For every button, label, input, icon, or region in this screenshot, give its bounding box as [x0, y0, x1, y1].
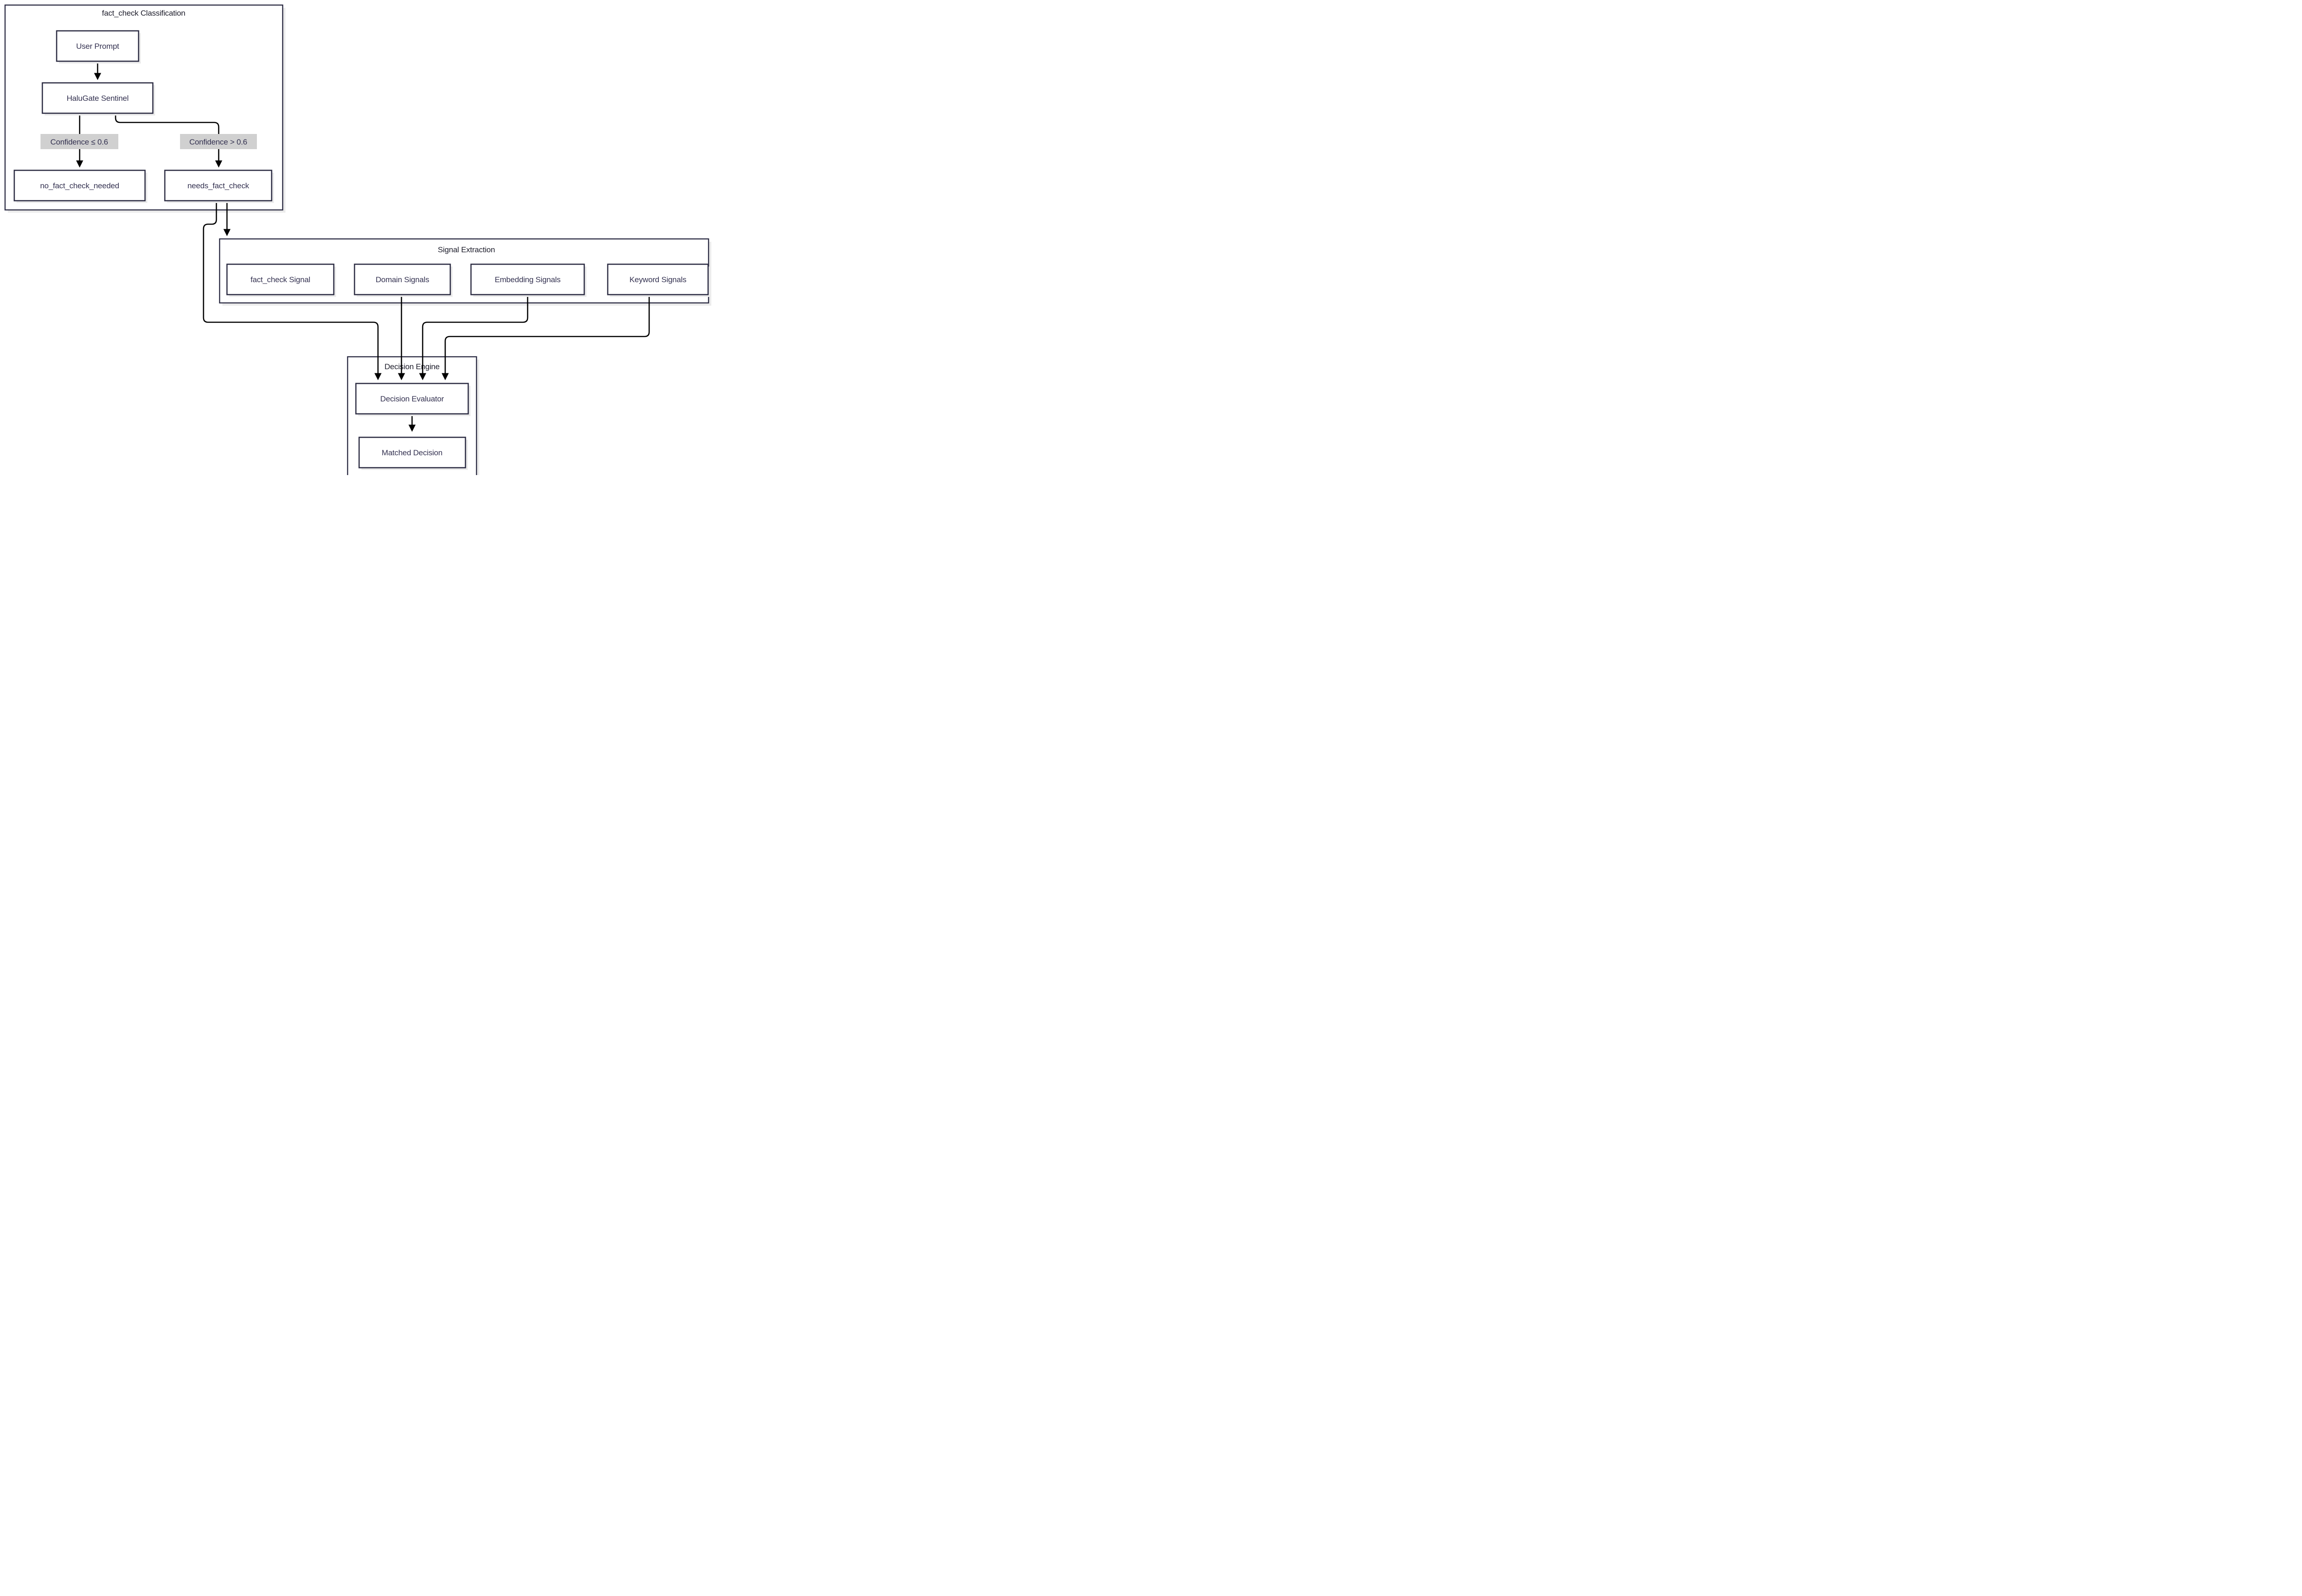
- node-domain-signals: Domain Signals: [354, 263, 451, 296]
- node-domain-signals-label: Domain Signals: [376, 275, 429, 284]
- node-no-fact-check-needed-label: no_fact_check_needed: [40, 181, 119, 190]
- node-embedding-signals-label: Embedding Signals: [494, 275, 560, 284]
- edge-needs-fact-check-to-decision-evaluator: [203, 201, 382, 381]
- diagram-canvas: fact_check Classification Signal Extract…: [0, 0, 712, 475]
- edge-label-confidence-high: Confidence > 0.6: [180, 134, 257, 149]
- node-keyword-signals: Keyword Signals: [607, 263, 709, 296]
- node-no-fact-check-needed-box: [13, 169, 146, 202]
- flowchart-svg: fact_check Classification Signal Extract…: [4, 4, 711, 475]
- node-decision-evaluator-label: Decision Evaluator: [380, 395, 444, 403]
- edge-label-confidence-high-text: Confidence > 0.6: [189, 138, 247, 146]
- edge-label-confidence-low: Confidence ≤ 0.6: [41, 134, 118, 149]
- edge-embedding-signals-to-decision-evaluator: [419, 295, 529, 381]
- node-keyword-signals-label: Keyword Signals: [629, 275, 686, 284]
- edge-label-confidence-high-bg: [180, 134, 257, 149]
- node-needs-fact-check-box: [164, 169, 273, 202]
- node-embedding-signals-box: [470, 263, 585, 296]
- node-halugate-sentinel: HaluGate Sentinel: [41, 82, 154, 114]
- node-fact-check-signal-label: fact_check Signal: [250, 275, 310, 284]
- node-fact-check-signal: fact_check Signal: [226, 263, 335, 296]
- edge-label-confidence-low-text: Confidence ≤ 0.6: [50, 138, 108, 146]
- node-user-prompt: User Prompt: [56, 30, 140, 62]
- node-matched-decision-box: [358, 436, 466, 469]
- edge-keyword-signals-to-decision-evaluator: [442, 295, 650, 381]
- node-needs-fact-check: needs_fact_check: [164, 169, 273, 202]
- node-no-fact-check-needed: no_fact_check_needed: [13, 169, 146, 202]
- node-halugate-sentinel-box: [41, 82, 154, 114]
- node-fact-check-signal-box: [226, 263, 335, 296]
- node-matched-decision: Matched Decision: [358, 436, 466, 469]
- edge-halugate-to-needs-fact-check: [115, 113, 222, 168]
- node-decision-evaluator: Decision Evaluator: [355, 383, 469, 415]
- cluster-classification-title: fact_check Classification: [102, 9, 185, 17]
- cluster-signal-extraction-title: Signal Extraction: [438, 245, 495, 254]
- cluster-decision-engine-title: Decision Engine: [384, 362, 440, 371]
- node-embedding-signals: Embedding Signals: [470, 263, 585, 296]
- node-domain-signals-box: [354, 263, 451, 296]
- node-user-prompt-label: User Prompt: [76, 42, 119, 51]
- node-halugate-sentinel-label: HaluGate Sentinel: [67, 94, 129, 103]
- edge-label-confidence-low-bg: [41, 134, 118, 149]
- node-decision-evaluator-box: [355, 383, 469, 415]
- node-matched-decision-label: Matched Decision: [382, 448, 442, 457]
- node-keyword-signals-box: [607, 263, 709, 296]
- node-needs-fact-check-label: needs_fact_check: [187, 181, 250, 190]
- node-user-prompt-box: [56, 30, 140, 62]
